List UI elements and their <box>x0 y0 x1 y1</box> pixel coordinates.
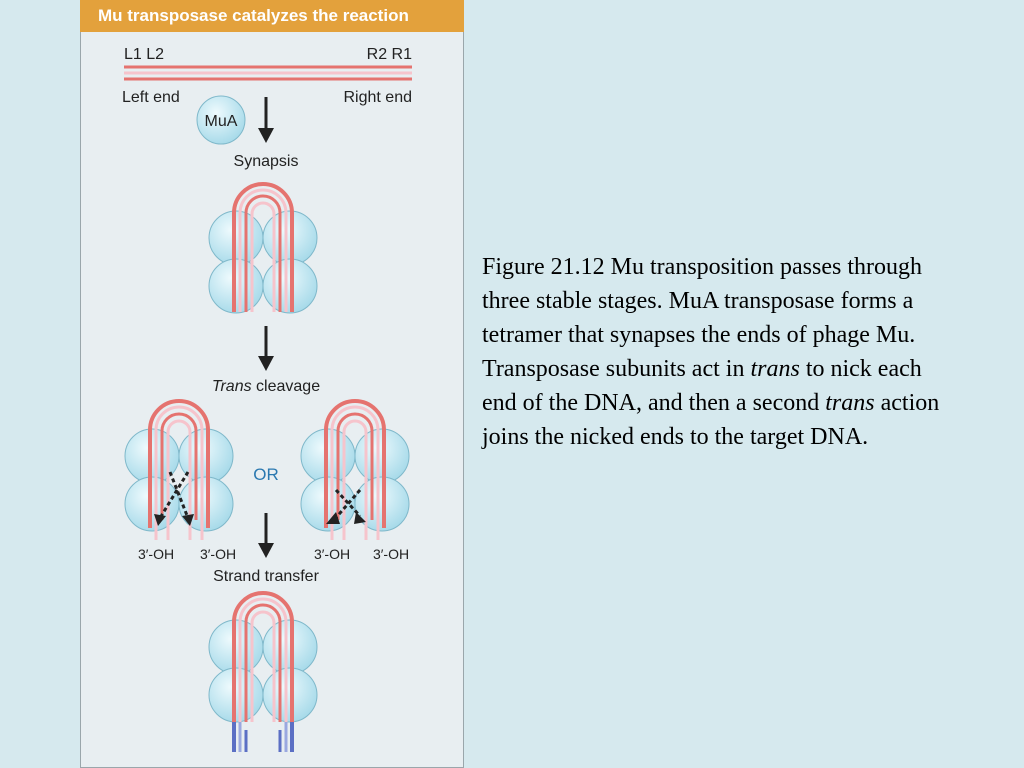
left-end-label: Left end <box>122 89 180 106</box>
right-end-label: Right end <box>344 89 413 106</box>
oh-label-3: 3′-OH <box>314 546 350 562</box>
arrow-down-icon <box>258 326 274 371</box>
caption-trans-1: trans <box>750 356 800 382</box>
oh-label-2: 3′-OH <box>200 546 236 562</box>
trans-word: Trans <box>212 378 252 395</box>
l1-l2-label: L1 L2 <box>124 46 164 63</box>
r2-r1-label: R2 R1 <box>367 46 412 63</box>
arrow-down-icon <box>258 97 274 143</box>
caption-part-3: action joins the nicked ends to the targ… <box>482 390 940 450</box>
mua-protein <box>196 95 246 145</box>
oh-label-4: 3′-OH <box>373 546 409 562</box>
cleavage-complex-right <box>300 399 410 540</box>
or-label: OR <box>253 465 279 484</box>
mua-label: MuA <box>205 113 238 130</box>
trans-cleavage-label: Trans cleavage <box>212 378 320 395</box>
linear-mu-dna <box>124 65 412 81</box>
target-dna <box>232 722 294 752</box>
figure-caption: Figure 21.12 Mu transposition passes thr… <box>482 250 957 454</box>
caption-trans-2: trans <box>825 390 875 416</box>
strand-transfer-label: Strand transfer <box>213 568 320 585</box>
cleavage-complex-left <box>124 399 234 540</box>
cleavage-word: cleavage <box>252 378 321 395</box>
synaptic-complex <box>208 182 318 314</box>
panel-header: Mu transposase catalyzes the reaction <box>80 0 464 32</box>
synapsis-label: Synapsis <box>234 153 299 170</box>
oh-label-1: 3′-OH <box>138 546 174 562</box>
arrow-down-icon <box>258 513 274 558</box>
strand-transfer-complex <box>208 591 318 723</box>
caption-part-1: Figure 21.12 Mu transposition passes thr… <box>482 254 922 382</box>
caption-part-2: to nick each end of the DNA, and then a … <box>482 356 922 416</box>
